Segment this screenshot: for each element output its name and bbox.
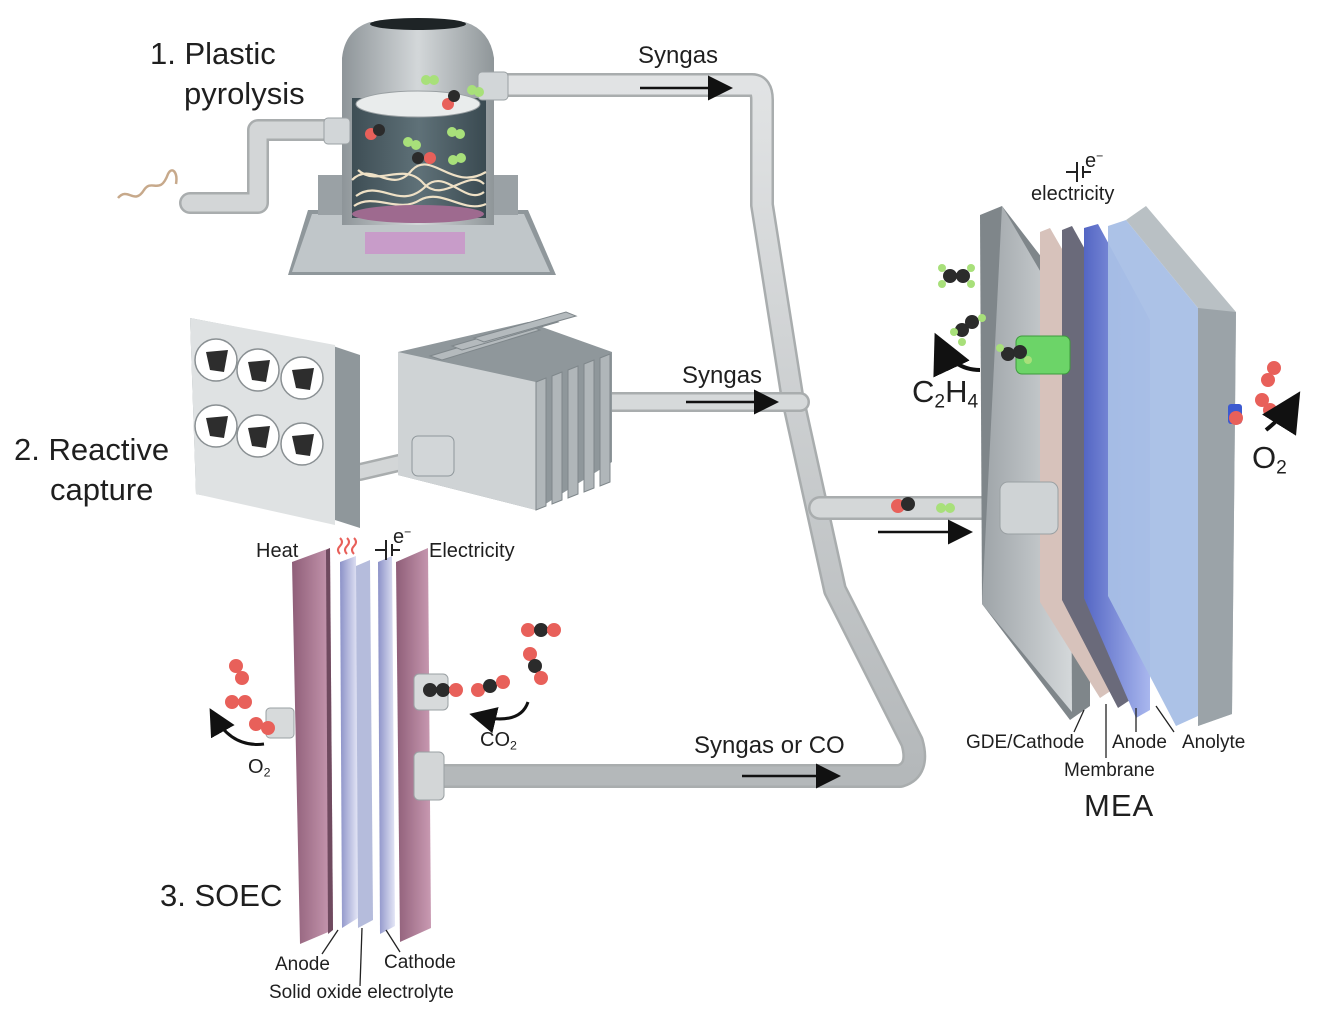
molecule-icon bbox=[938, 264, 975, 288]
mea-membrane-label: Membrane bbox=[1064, 760, 1155, 781]
heat-icon bbox=[337, 537, 357, 555]
molecule-icon bbox=[448, 153, 466, 165]
flow-label-middle: Syngas bbox=[682, 362, 763, 389]
molecule-icon bbox=[447, 127, 465, 139]
step3-name: SOEC bbox=[194, 878, 283, 913]
molecule-icon bbox=[365, 124, 385, 140]
molecule-icon bbox=[1229, 411, 1243, 425]
step1-title: 1. Plastic bbox=[150, 38, 276, 69]
o2-out-arrow-icon bbox=[209, 708, 265, 746]
mea-title: MEA bbox=[1084, 788, 1155, 823]
mea-anode-label: Anode bbox=[1112, 732, 1167, 753]
step3-title: 3. SOEC bbox=[160, 880, 282, 911]
step1-line1: Plastic bbox=[184, 36, 276, 71]
molecule-icon bbox=[442, 90, 460, 110]
molecule-icon bbox=[471, 675, 510, 697]
reactor-icon bbox=[288, 18, 556, 275]
soec-leader-lines bbox=[321, 927, 401, 987]
step2-title: 2. Reactive bbox=[14, 434, 169, 465]
mea-gde-label: GDE/Cathode bbox=[966, 732, 1085, 753]
soec-electricity-label: Electricity bbox=[429, 540, 515, 562]
flow-label-top: Syngas bbox=[638, 42, 719, 69]
mea-stack-icon bbox=[980, 206, 1242, 726]
molecule-icon bbox=[467, 85, 484, 97]
molecule-icon bbox=[936, 503, 955, 513]
molecule-icon bbox=[225, 695, 252, 709]
soec-stack-icon bbox=[265, 548, 449, 944]
soec-anode-label: Anode bbox=[275, 954, 330, 975]
molecule-icon bbox=[229, 659, 249, 685]
battery-icon bbox=[375, 540, 400, 560]
soec-cathode-label: Cathode bbox=[384, 952, 456, 973]
mea-electricity-label: electricity bbox=[1031, 183, 1115, 205]
flow-arrows bbox=[640, 75, 973, 789]
molecule-icon bbox=[1255, 393, 1277, 417]
molecule-icon bbox=[996, 344, 1032, 364]
reactor-molecules bbox=[365, 75, 484, 165]
pipe-network bbox=[179, 73, 1022, 788]
capture-module-icon bbox=[398, 311, 612, 511]
fan-array-icon bbox=[190, 318, 360, 528]
soec-electrolyte-label: Solid oxide electrolyte bbox=[269, 982, 454, 1003]
co2-in-arrow-icon bbox=[469, 701, 530, 734]
soec-electron-label: e− bbox=[393, 525, 412, 548]
molecule-icon bbox=[412, 152, 436, 164]
molecule-icon bbox=[521, 623, 561, 637]
soec-o2-label: O2 bbox=[248, 756, 271, 780]
molecule-icon bbox=[423, 683, 463, 697]
c2h4-out-arrow-icon bbox=[933, 332, 981, 378]
soec-molecules bbox=[225, 623, 561, 735]
o2-mea-arrow-icon bbox=[1262, 391, 1301, 436]
mea-battery-icon bbox=[1066, 162, 1091, 182]
soec-co2-label: CO2 bbox=[480, 729, 517, 753]
step3-number: 3. bbox=[160, 878, 186, 913]
molecule-icon bbox=[1261, 361, 1281, 387]
step2-line1: Reactive bbox=[48, 432, 170, 467]
mea-electron-label: e− bbox=[1085, 149, 1104, 172]
molecule-icon bbox=[421, 75, 439, 85]
molecule-icon bbox=[891, 497, 915, 513]
step2-line2: capture bbox=[50, 472, 154, 507]
step2-number: 2. bbox=[14, 432, 40, 467]
step1-number: 1. bbox=[150, 36, 176, 71]
flow-label-bottom: Syngas or CO bbox=[694, 732, 845, 759]
mea-leader-lines bbox=[1073, 704, 1175, 758]
plastic-strand-icon bbox=[117, 169, 178, 199]
step1-line2: pyrolysis bbox=[184, 76, 305, 111]
mea-anolyte-label: Anolyte bbox=[1182, 732, 1246, 753]
molecule-icon bbox=[249, 717, 275, 735]
c2h4-label: C2H4 bbox=[912, 374, 979, 413]
molecule-icon bbox=[403, 137, 421, 150]
molecule-icon bbox=[523, 647, 548, 685]
soec-heat-label: Heat bbox=[256, 540, 299, 562]
mea-o2-label: O2 bbox=[1252, 440, 1287, 479]
